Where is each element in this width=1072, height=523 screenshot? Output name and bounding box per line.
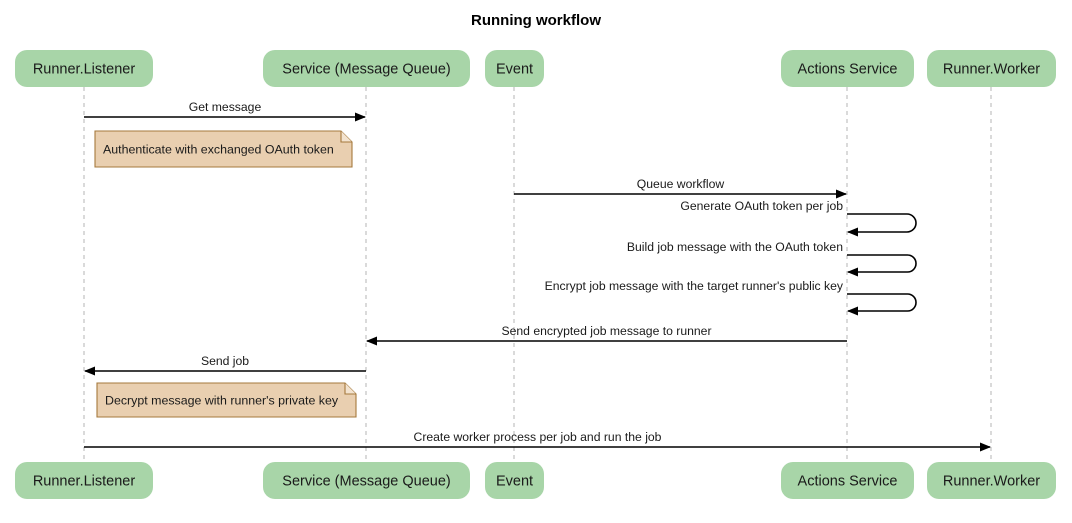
message-label-queue-workflow: Queue workflow: [637, 177, 725, 191]
participant-box-actions-service-top[interactable]: [781, 50, 914, 87]
participant-actions-service-bottom[interactable]: Actions Service: [781, 462, 914, 499]
participant-box-runner-worker-top[interactable]: [927, 50, 1056, 87]
message-label-create-worker-process-per-job-and-run-the-job: Create worker process per job and run th…: [414, 430, 662, 444]
participant-box-service-message-queue-top[interactable]: [263, 50, 470, 87]
participant-event-top[interactable]: Event: [485, 50, 544, 87]
message-get-message[interactable]: Get message: [84, 100, 366, 122]
note-body-decrypt-message-with-runners-private-key: [96, 382, 357, 418]
participants-footer: Runner.Listener Service (Message Queue) Ev…: [15, 462, 1056, 499]
message-label-send-job: Send job: [201, 354, 249, 368]
message-path-encrypt-job-message-with-the-target-runners-public-key: [847, 293, 917, 316]
participant-label-runner-worker-top: Runner.Worker: [943, 61, 1040, 77]
note-text-authenticate-with-exchanged-oauth-token: Authenticate with exchanged OAuth token: [103, 142, 334, 156]
note-body-authenticate-with-exchanged-oauth-token: [94, 130, 353, 168]
participant-runner-listener-top[interactable]: Runner.Listener: [15, 50, 153, 87]
message-label-build-job-message-with-the-oauth-token: Build job message with the OAuth token: [627, 240, 843, 254]
participant-label-service-message-queue-bottom: Service (Message Queue): [282, 473, 450, 489]
participant-runner-worker-bottom[interactable]: Runner.Worker: [927, 462, 1056, 499]
message-create-worker-process-per-job-and-run-the-job[interactable]: Create worker process per job and run th…: [84, 430, 991, 452]
participant-label-actions-service-bottom: Actions Service: [798, 473, 898, 489]
message-label-get-message: Get message: [189, 100, 262, 114]
note-decrypt-message-with-runners-private-key[interactable]: Decrypt message with runner's private ke…: [96, 382, 357, 418]
message-path-build-job-message-with-the-oauth-token: [847, 254, 917, 277]
message-label-send-encrypted-job-message-to-runner: Send encrypted job message to runner: [501, 324, 711, 338]
message-encrypt-job-message-with-the-target-runners-public-key[interactable]: Encrypt job message with the target runn…: [545, 279, 917, 316]
participants-header: Runner.Listener Service (Message Queue) Ev…: [15, 50, 1056, 87]
notes-group: Authenticate with exchanged OAuth tokenD…: [94, 130, 357, 418]
participant-box-runner-listener-top[interactable]: [15, 50, 153, 87]
participant-box-runner-listener-bottom[interactable]: [15, 462, 153, 499]
note-fold-icon-decrypt-message-with-runners-private-key: [344, 383, 356, 395]
message-label-generate-oauth-token-per-job: Generate OAuth token per job: [680, 199, 843, 213]
message-send-encrypted-job-message-to-runner[interactable]: Send encrypted job message to runner: [366, 324, 847, 346]
participant-label-event-top: Event: [496, 61, 533, 77]
message-path-generate-oauth-token-per-job: [847, 213, 917, 237]
participant-runner-listener-bottom[interactable]: Runner.Listener: [15, 462, 153, 499]
message-queue-workflow[interactable]: Queue workflow: [514, 177, 847, 199]
note-authenticate-with-exchanged-oauth-token[interactable]: Authenticate with exchanged OAuth token: [94, 130, 353, 168]
participant-label-service-message-queue-top: Service (Message Queue): [282, 61, 450, 77]
participant-actions-service-top[interactable]: Actions Service: [781, 50, 914, 87]
participant-box-event-bottom[interactable]: [485, 462, 544, 499]
participant-label-actions-service-top: Actions Service: [798, 61, 898, 77]
participant-service-message-queue-bottom[interactable]: Service (Message Queue): [263, 462, 470, 499]
participant-label-runner-listener-bottom: Runner.Listener: [33, 473, 136, 489]
participant-box-service-message-queue-bottom[interactable]: [263, 462, 470, 499]
note-fold-icon-authenticate-with-exchanged-oauth-token: [340, 131, 352, 143]
note-text-decrypt-message-with-runners-private-key: Decrypt message with runner's private ke…: [105, 393, 339, 407]
participant-runner-worker-top[interactable]: Runner.Worker: [927, 50, 1056, 87]
participant-service-message-queue-top[interactable]: Service (Message Queue): [263, 50, 470, 87]
participant-event-bottom[interactable]: Event: [485, 462, 544, 499]
participant-box-actions-service-bottom[interactable]: [781, 462, 914, 499]
participant-label-runner-worker-bottom: Runner.Worker: [943, 473, 1040, 489]
participant-box-event-top[interactable]: [485, 50, 544, 87]
message-build-job-message-with-the-oauth-token[interactable]: Build job message with the OAuth token: [627, 240, 917, 277]
participant-box-runner-worker-bottom[interactable]: [927, 462, 1056, 499]
participant-label-runner-listener-top: Runner.Listener: [33, 61, 136, 77]
message-label-encrypt-job-message-with-the-target-runners-public-key: Encrypt job message with the target runn…: [545, 279, 844, 293]
message-generate-oauth-token-per-job[interactable]: Generate OAuth token per job: [680, 199, 917, 237]
message-send-job[interactable]: Send job: [84, 354, 366, 376]
participant-label-event-bottom: Event: [496, 473, 533, 489]
diagram-title: Running workflow: [471, 12, 601, 29]
